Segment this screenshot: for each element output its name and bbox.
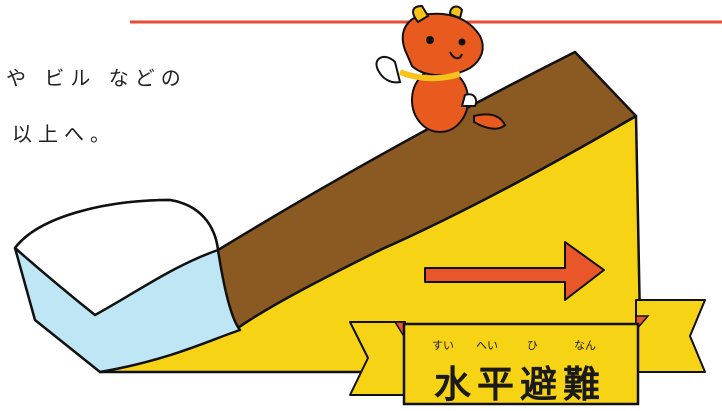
banner-title: 水平避難 — [434, 363, 606, 406]
furigana-4: なん — [574, 339, 596, 352]
caption-line-1: や ビル などの — [6, 66, 187, 90]
right-arrow-icon — [424, 241, 605, 301]
banner-panel — [402, 322, 640, 406]
banner-ribbon-right — [635, 299, 706, 373]
furigana-3: ひ — [527, 339, 538, 352]
caption-line-2: 以上へ。 — [12, 122, 116, 146]
furigana-1: すい — [432, 339, 454, 352]
water-top — [13, 198, 220, 317]
mascot-character — [375, 4, 507, 133]
furigana-2: へい — [476, 339, 498, 352]
